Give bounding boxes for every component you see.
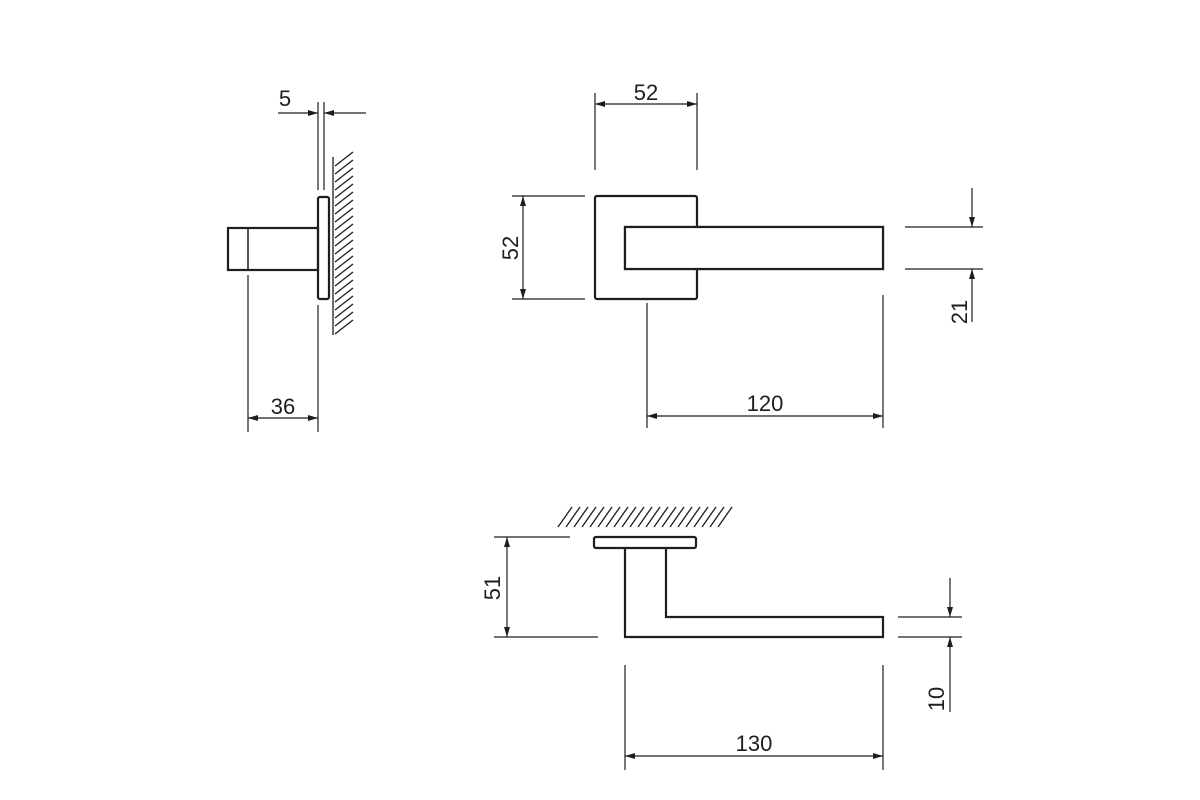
hatch-line xyxy=(334,183,354,199)
hatch-line xyxy=(709,506,725,528)
side-dim-projection: 36 xyxy=(247,275,319,432)
top-dim-projection: 51 xyxy=(480,536,598,638)
top-dim-lever-length-label: 130 xyxy=(736,731,773,756)
top-dim-lever-thickness: 10 xyxy=(898,578,962,712)
hatch-line xyxy=(334,191,354,207)
hatch-line xyxy=(645,506,661,528)
top-wall-hatch xyxy=(557,506,733,528)
hatch-line xyxy=(589,506,605,528)
hatch-line xyxy=(334,263,354,279)
top-dim-projection-label: 51 xyxy=(480,576,505,600)
hatch-line xyxy=(573,506,589,528)
hatch-line xyxy=(334,255,354,271)
hatch-line xyxy=(557,506,573,528)
hatch-line xyxy=(669,506,685,528)
hatch-line xyxy=(605,506,621,528)
hatch-line xyxy=(334,175,354,191)
hatch-line xyxy=(334,295,354,311)
hatch-line xyxy=(334,199,354,215)
hatch-line xyxy=(717,506,733,528)
side-spindle xyxy=(226,226,320,272)
hatch-line xyxy=(565,506,581,528)
hatch-line xyxy=(334,223,354,239)
side-dim-projection-label: 36 xyxy=(271,394,295,419)
hatch-line xyxy=(597,506,613,528)
front-dim-lever-height: 21 xyxy=(905,188,983,324)
hatch-line xyxy=(334,215,354,231)
front-dim-rose-width: 52 xyxy=(594,80,698,170)
side-dim-rose-thickness: 5 xyxy=(278,86,366,190)
hatch-line xyxy=(637,506,653,528)
hatch-line xyxy=(334,151,354,167)
hatch-line xyxy=(661,506,677,528)
hatch-line xyxy=(685,506,701,528)
side-view: 5 36 xyxy=(226,86,366,432)
hatch-line xyxy=(581,506,597,528)
hatch-line xyxy=(334,159,354,175)
hatch-line xyxy=(334,311,354,327)
front-dim-rose-height: 52 xyxy=(498,195,585,300)
front-dim-lever-height-label: 21 xyxy=(947,300,972,324)
top-view: 51 10 130 xyxy=(480,506,962,770)
hatch-line xyxy=(334,287,354,303)
hatch-line xyxy=(334,303,354,319)
hatch-line xyxy=(334,319,354,335)
hatch-line xyxy=(334,247,354,263)
hatch-line xyxy=(613,506,629,528)
hatch-line xyxy=(701,506,717,528)
top-lever xyxy=(623,548,885,639)
front-view: 52 52 21 120 xyxy=(498,80,983,428)
hatch-line xyxy=(621,506,637,528)
hatch-line xyxy=(334,167,354,183)
hatch-line xyxy=(677,506,693,528)
side-wall-hatch xyxy=(332,151,354,335)
top-rose-plate xyxy=(592,535,698,550)
hatch-line xyxy=(653,506,669,528)
hatch-line xyxy=(334,239,354,255)
side-rose-plate xyxy=(316,195,331,301)
top-dim-lever-thickness-label: 10 xyxy=(924,687,949,711)
hatch-line xyxy=(334,207,354,223)
hatch-line xyxy=(334,231,354,247)
hatch-line xyxy=(334,279,354,295)
front-dim-lever-length: 120 xyxy=(646,295,884,428)
hatch-line xyxy=(334,271,354,287)
hatch-line xyxy=(693,506,709,528)
front-dim-rose-height-label: 52 xyxy=(498,236,523,260)
side-dim-rose-thickness-label: 5 xyxy=(279,86,291,111)
front-dim-rose-width-label: 52 xyxy=(634,80,658,105)
front-dim-lever-length-label: 120 xyxy=(747,391,784,416)
top-dim-lever-length: 130 xyxy=(624,665,884,770)
hatch-line xyxy=(629,506,645,528)
